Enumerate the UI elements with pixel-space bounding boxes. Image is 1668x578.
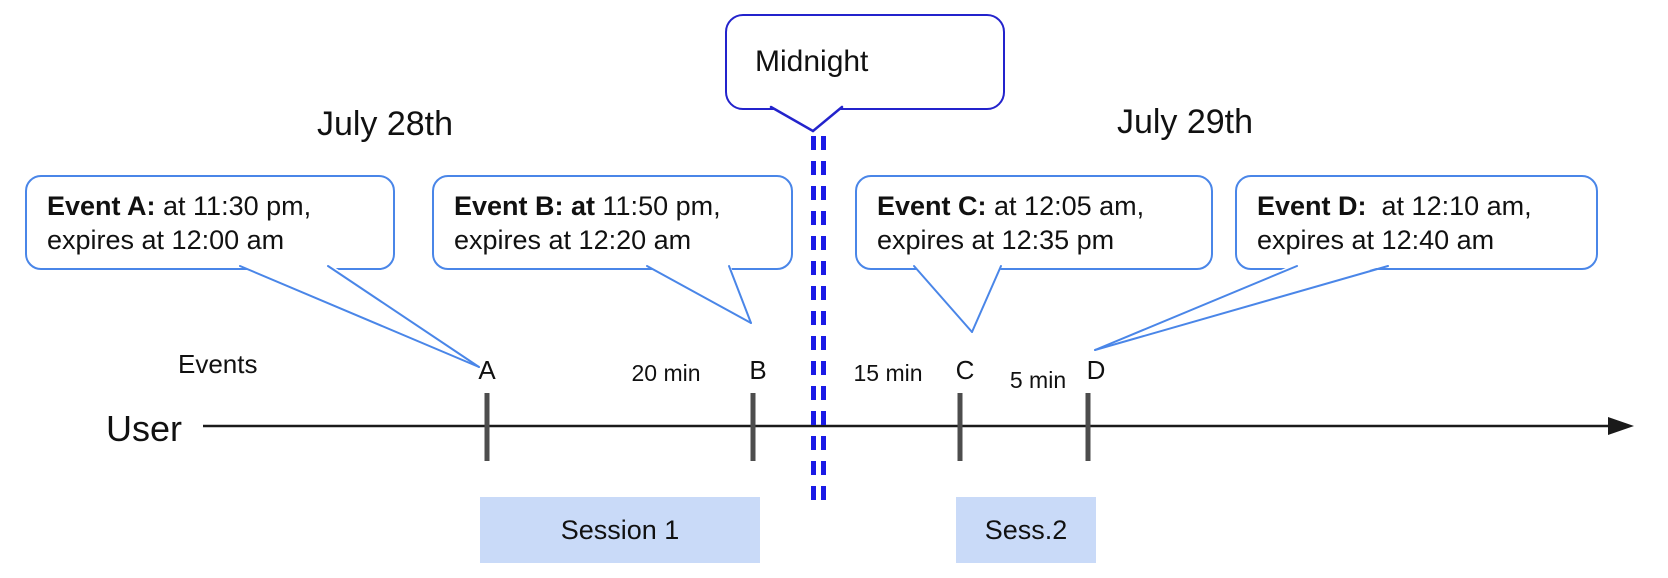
event-d-callout-tail <box>1095 264 1390 350</box>
midnight-label: Midnight <box>755 45 869 78</box>
tick-label-d: D <box>1086 355 1106 385</box>
session-2-label: Sess.2 <box>984 514 1068 545</box>
date-july-29: July 29th <box>1116 103 1254 141</box>
event-b-tail-edge-right <box>728 265 752 324</box>
event-d-tail-edge-left <box>1094 265 1298 351</box>
session-1-bar: Session 1 <box>480 497 760 563</box>
event-a-callout-tail <box>237 264 479 367</box>
event-d-tail-edge-right <box>1094 265 1389 351</box>
event-a-tail-edge-right <box>327 265 480 368</box>
event-b-line2: expires at 12:20 am <box>454 225 692 255</box>
events-axis-label: Events <box>178 349 258 379</box>
event-a-line2: expires at 12:00 am <box>47 225 285 255</box>
event-b-callout: Event B: at 11:50 pm, expires at 12:20 a… <box>432 175 793 270</box>
midnight-tail-edge-right <box>811 105 844 133</box>
event-c-tail-edge-right <box>971 265 1002 333</box>
interval-5-min: 5 min <box>1009 367 1067 393</box>
interval-20-min: 20 min <box>631 360 701 386</box>
event-b-callout-tail <box>645 264 751 323</box>
event-b-line1: Event B: at 11:50 pm, <box>454 191 721 221</box>
event-a-tail-edge-left <box>239 265 480 368</box>
midnight-tail-edge-left <box>769 105 815 133</box>
event-c-tail-edge-left <box>913 265 973 333</box>
event-c-callout-tail <box>912 264 1003 332</box>
event-b-tail-edge-left <box>646 265 752 324</box>
event-d-callout: Event D: at 12:10 am, expires at 12:40 a… <box>1235 175 1598 270</box>
event-c-line2: expires at 12:35 pm <box>877 225 1115 255</box>
event-a-callout: Event A: at 11:30 pm, expires at 12:00 a… <box>25 175 395 270</box>
tick-label-b: B <box>749 355 767 385</box>
event-a-line1: Event A: at 11:30 pm, <box>47 191 312 221</box>
event-c-line1: Event C: at 12:05 am, <box>877 191 1145 221</box>
interval-15-min: 15 min <box>853 360 923 386</box>
timeline-arrowhead-icon <box>1608 417 1634 435</box>
event-d-line1: Event D: at 12:10 am, <box>1257 191 1532 221</box>
tick-label-a: A <box>478 355 496 385</box>
event-c-callout: Event C: at 12:05 am, expires at 12:35 p… <box>855 175 1213 270</box>
midnight-callout: Midnight <box>725 14 1005 110</box>
date-july-28: July 28th <box>316 105 454 143</box>
tick-label-c: C <box>955 355 975 385</box>
session-1-label: Session 1 <box>560 514 680 545</box>
user-axis-label: User <box>106 408 183 449</box>
event-d-line2: expires at 12:40 am <box>1257 225 1495 255</box>
session-2-bar: Sess.2 <box>956 497 1096 563</box>
